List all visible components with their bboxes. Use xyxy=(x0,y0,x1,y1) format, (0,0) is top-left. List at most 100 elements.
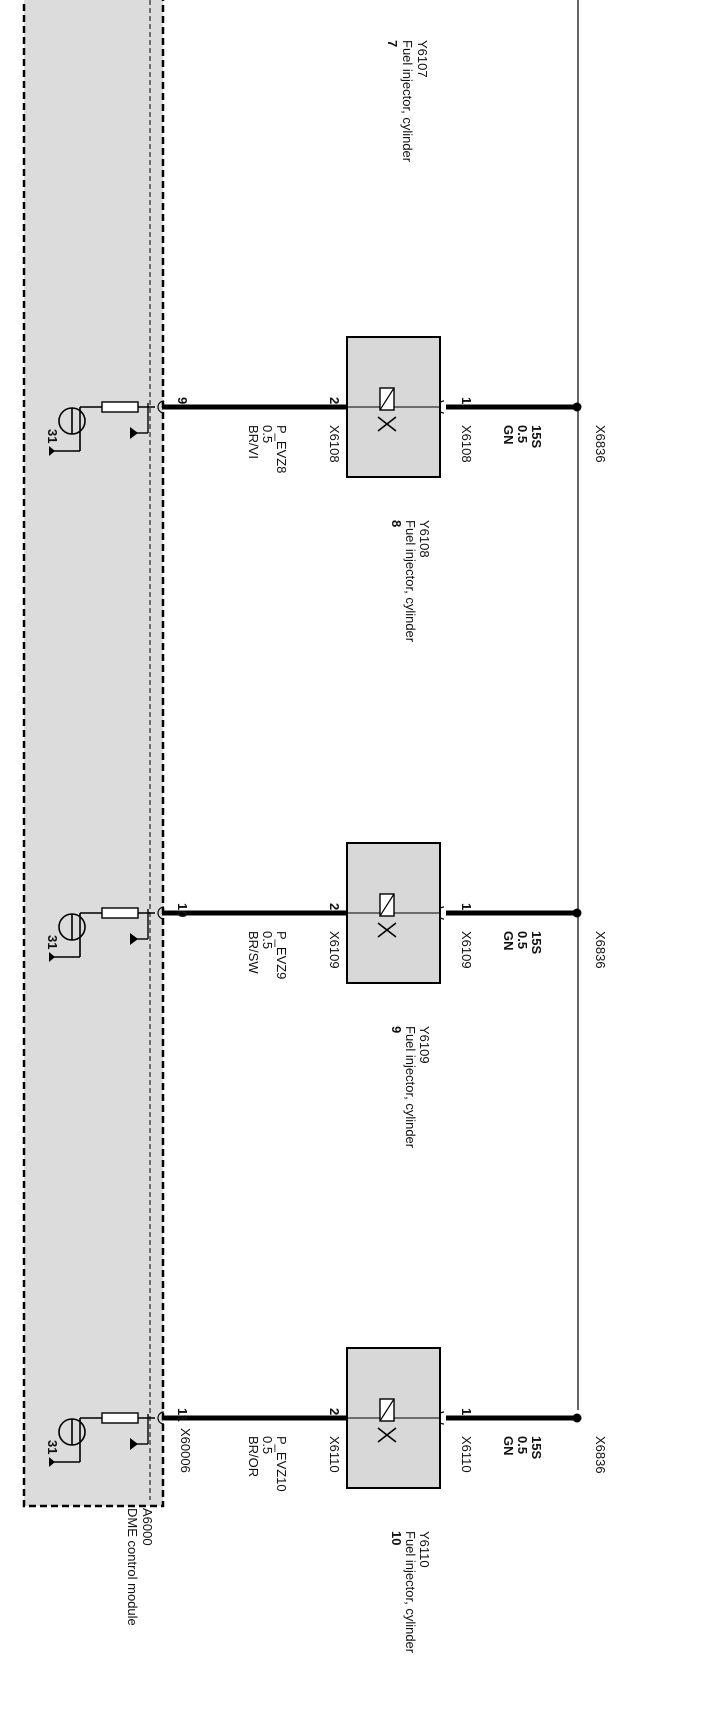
module-pin-mark xyxy=(157,400,165,414)
supply-connector-label: X6836 xyxy=(593,425,608,463)
solenoid-diagonal-icon xyxy=(379,387,395,411)
supply-terminal: 15S xyxy=(529,1436,544,1459)
supply-color: GN xyxy=(501,1436,516,1456)
solenoid-diagonal-icon xyxy=(379,893,395,917)
injector-connector-signal: X6109 xyxy=(327,931,342,969)
supply-connector: X6836 xyxy=(593,1436,608,1474)
pin-signal-number: 2 xyxy=(327,397,342,404)
signal-name: P_EVZ9 xyxy=(274,931,289,979)
supply-size: 0.5 xyxy=(515,425,530,443)
module-connector: X60006 xyxy=(178,1428,193,1473)
injector-cylinder: 8 xyxy=(389,520,404,527)
signal-size: 0.5 xyxy=(260,931,275,949)
injector-connector-label-supply: X6110 xyxy=(459,1436,474,1473)
supply-size: 0.5 xyxy=(515,1436,530,1454)
supply-connector-label: X6836 xyxy=(593,931,608,969)
ground-arrow-icon xyxy=(49,1457,55,1467)
module-connector-label: X60006 xyxy=(178,1428,193,1473)
bus-junction-dot xyxy=(572,908,582,918)
injector-id: Y6109 xyxy=(417,1026,432,1064)
signal-size: 0.5 xyxy=(260,1436,275,1454)
pin-supply-number: 1 xyxy=(459,1408,474,1415)
injector-connector-label-signal: X6110 xyxy=(327,1436,342,1473)
ground-terminal: 31 xyxy=(45,429,60,443)
supply-connector: X6836 xyxy=(593,931,608,969)
ground-terminal: 31 xyxy=(45,935,60,949)
ecu-pin-number: 11 xyxy=(175,1408,190,1422)
bus-junction-dot xyxy=(572,1413,582,1423)
supply-color: GN xyxy=(501,931,516,951)
ground-label: 31 xyxy=(45,1440,60,1454)
partial-injector-cylinder: 7 xyxy=(385,40,400,47)
dme-control-module-box xyxy=(22,0,165,1508)
injector-name: Fuel injector, cylinder xyxy=(403,1531,418,1654)
injector-id: Y6110 xyxy=(417,1531,432,1568)
injector-connector-signal: X6108 xyxy=(327,425,342,463)
injector-connector-supply: X6109 xyxy=(459,931,474,969)
resistor-icon xyxy=(101,907,139,919)
signal-size: 0.5 xyxy=(260,425,275,443)
supply-terminal: 15S xyxy=(529,931,544,954)
signal-color: BR/OR xyxy=(246,1436,261,1477)
module-label: A6000 DME control module xyxy=(125,1508,155,1626)
ecu-pin-number: 10 xyxy=(175,903,190,917)
partial-injector-id: Y6107 xyxy=(415,40,430,78)
injector-name: Fuel injector, cylinder xyxy=(403,520,418,643)
signal-color: BR/SW xyxy=(246,931,261,974)
module-id: A6000 xyxy=(140,1508,155,1546)
signal-name: P_EVZ10 xyxy=(274,1436,289,1492)
ecu-pin-number: 9 xyxy=(175,397,190,404)
supply-size: 0.5 xyxy=(515,931,530,949)
resistor-icon xyxy=(101,1412,139,1424)
supply-connector-label: X6836 xyxy=(593,1436,608,1474)
supply-terminal: 15S xyxy=(529,425,544,448)
signal-color: BR/VI xyxy=(246,425,261,459)
pin-signal-number: 2 xyxy=(327,903,342,910)
signal-name: P_EVZ8 xyxy=(274,425,289,473)
pin-supply-number: 1 xyxy=(459,903,474,910)
ground-arrow-icon xyxy=(49,952,55,962)
module-pin-mark xyxy=(157,906,165,920)
injector-connector-signal: X6110 xyxy=(327,1436,342,1473)
resistor-icon xyxy=(101,401,139,413)
injector-connector-label-signal: X6108 xyxy=(327,425,342,463)
injector-cylinder: 10 xyxy=(389,1531,404,1545)
valve-icon xyxy=(377,1427,397,1443)
valve-icon xyxy=(377,922,397,938)
solenoid-diagonal-icon xyxy=(379,1398,395,1422)
partial-injector-label: Y6107 Fuel injector, cylinder 7 xyxy=(385,40,430,163)
valve-icon xyxy=(377,416,397,432)
supply-connector: X6836 xyxy=(593,425,608,463)
injector-cylinder: 9 xyxy=(389,1026,404,1033)
injector-name: Fuel injector, cylinder xyxy=(403,1026,418,1149)
partial-injector-name: Fuel injector, cylinder xyxy=(400,40,415,163)
protection-arrow-icon xyxy=(130,427,138,439)
ground-terminal: 31 xyxy=(45,1440,60,1454)
protection-arrow-icon xyxy=(130,933,138,945)
ground-label: 31 xyxy=(45,429,60,443)
ground-arrow-icon xyxy=(49,446,55,456)
injector-connector-label-supply: X6108 xyxy=(459,425,474,463)
pin-signal-number: 2 xyxy=(327,1408,342,1415)
pin-supply-number: 1 xyxy=(459,397,474,404)
module-pin-mark xyxy=(157,1411,165,1425)
injector-connector-label-signal: X6109 xyxy=(327,931,342,969)
injector-connector-label-supply: X6109 xyxy=(459,931,474,969)
protection-arrow-icon xyxy=(130,1438,138,1450)
bus-junction-dot xyxy=(572,402,582,412)
ground-label: 31 xyxy=(45,935,60,949)
